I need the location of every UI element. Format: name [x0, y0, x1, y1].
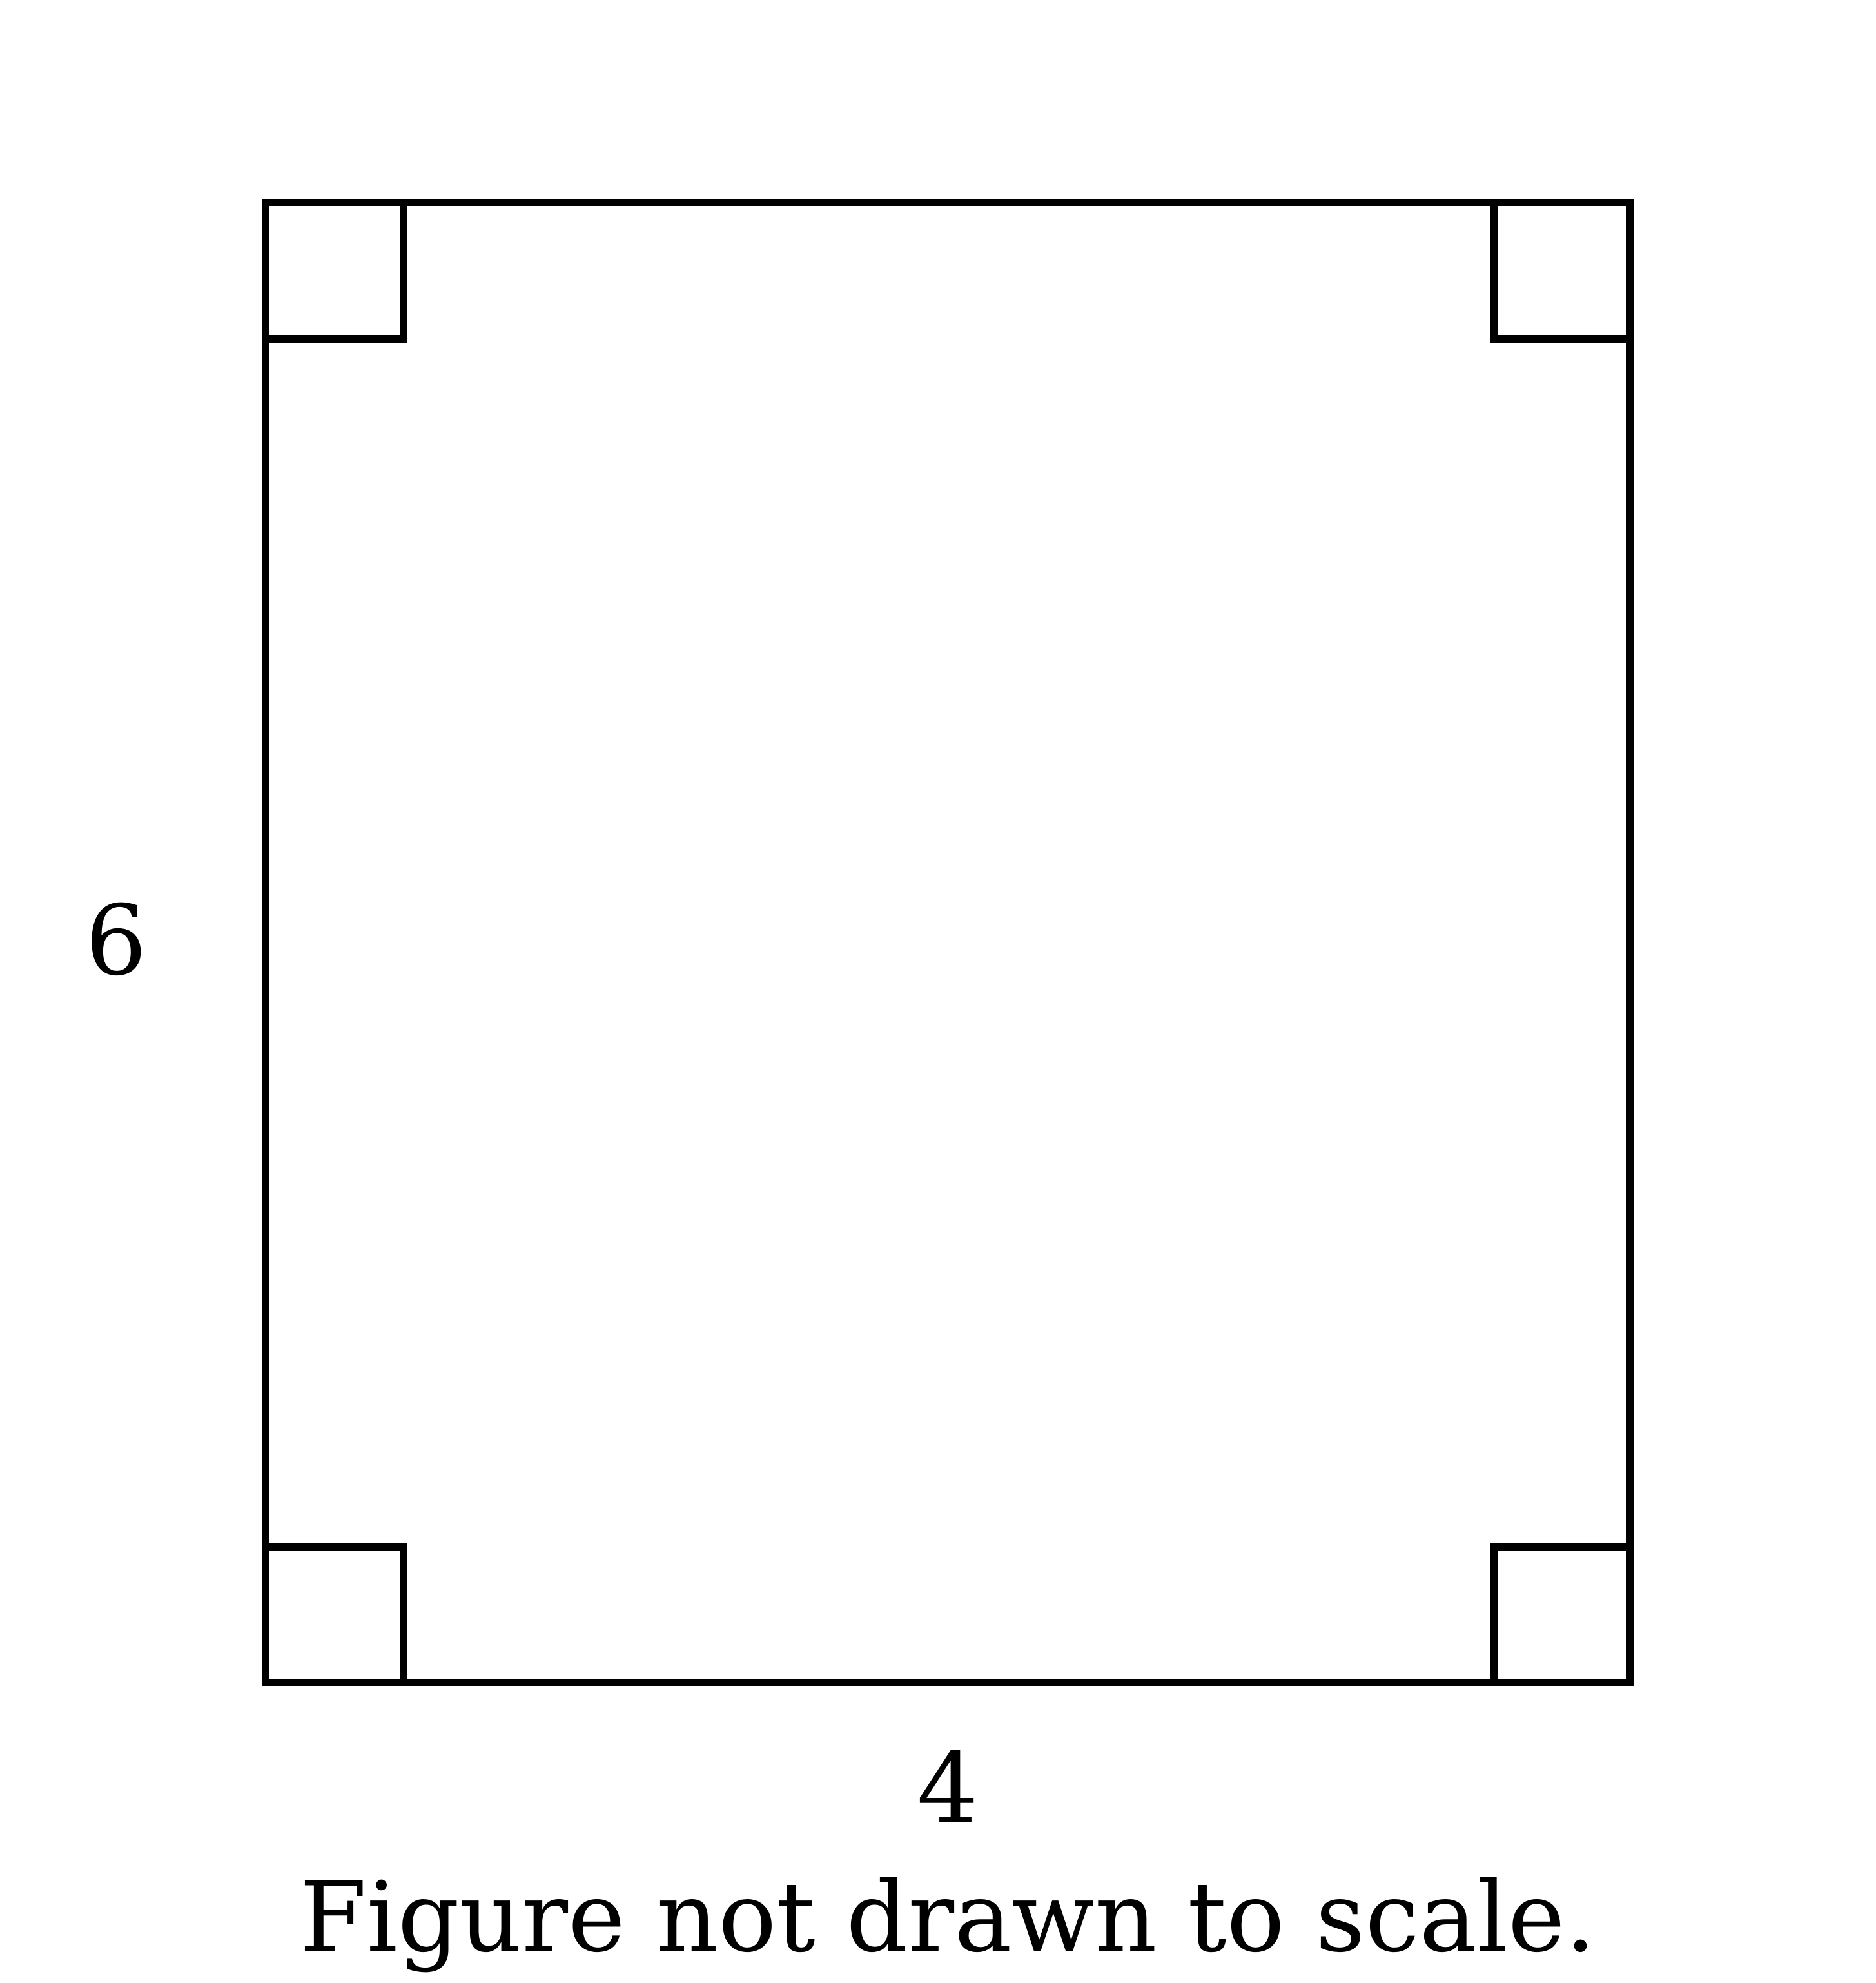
bottom-side-length-label: 4 — [917, 1733, 979, 1845]
right-angle-marker-top-left — [266, 202, 407, 343]
right-angle-marker-bottom-right — [1490, 1543, 1630, 1683]
right-angle-marker-bottom-left — [266, 1543, 407, 1683]
rectangle-outline — [262, 199, 1634, 1686]
figure-caption: Figure not drawn to scale. — [299, 1862, 1596, 1974]
right-angle-marker-top-right — [1490, 202, 1630, 343]
left-side-length-label: 6 — [85, 885, 147, 997]
